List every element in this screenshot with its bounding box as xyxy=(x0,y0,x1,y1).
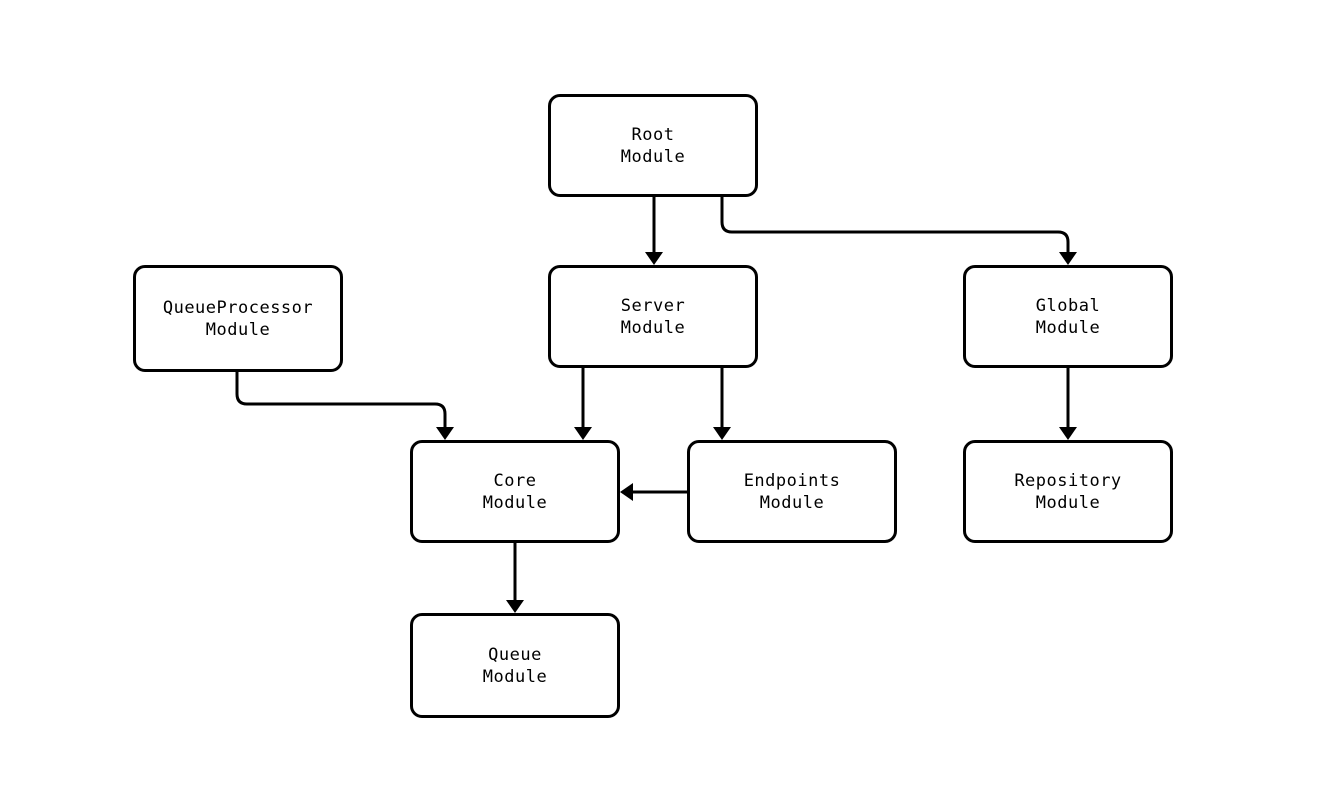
node-label-name: Global xyxy=(1035,295,1101,316)
arrowhead-root-to-server xyxy=(645,252,663,265)
arrowhead-server-to-core xyxy=(574,427,592,440)
node-label-name: Repository xyxy=(1014,470,1122,491)
arrowhead-root-to-global xyxy=(1059,252,1077,265)
node-label-name: Core xyxy=(493,470,537,491)
node-label-name: Server xyxy=(620,295,686,316)
node-label-kind: Module xyxy=(759,492,825,513)
node-label-kind: Module xyxy=(620,146,686,167)
node-label-name: Endpoints xyxy=(743,470,841,491)
node-label-kind: Module xyxy=(1035,492,1101,513)
node-label-name: Root xyxy=(631,124,675,145)
node-label-name: QueueProcessor xyxy=(162,297,314,318)
node-label-kind: Module xyxy=(482,666,548,687)
arrowhead-server-to-endpoints xyxy=(713,427,731,440)
arrowhead-core-to-queue xyxy=(506,600,524,613)
node-label-kind: Module xyxy=(205,319,271,340)
edge-root-to-global xyxy=(720,197,1070,254)
node-label-kind: Module xyxy=(482,492,548,513)
node-label-kind: Module xyxy=(620,317,686,338)
node-label-kind: Module xyxy=(1035,317,1101,338)
arrowhead-global-to-repository xyxy=(1059,427,1077,440)
edges-group xyxy=(235,197,1070,602)
edge-queueprocessor-to-core xyxy=(235,372,447,429)
arrowhead-queueprocessor-to-core xyxy=(436,427,454,440)
arrowhead-endpoints-to-core xyxy=(620,483,633,501)
node-label-name: Queue xyxy=(488,644,542,665)
